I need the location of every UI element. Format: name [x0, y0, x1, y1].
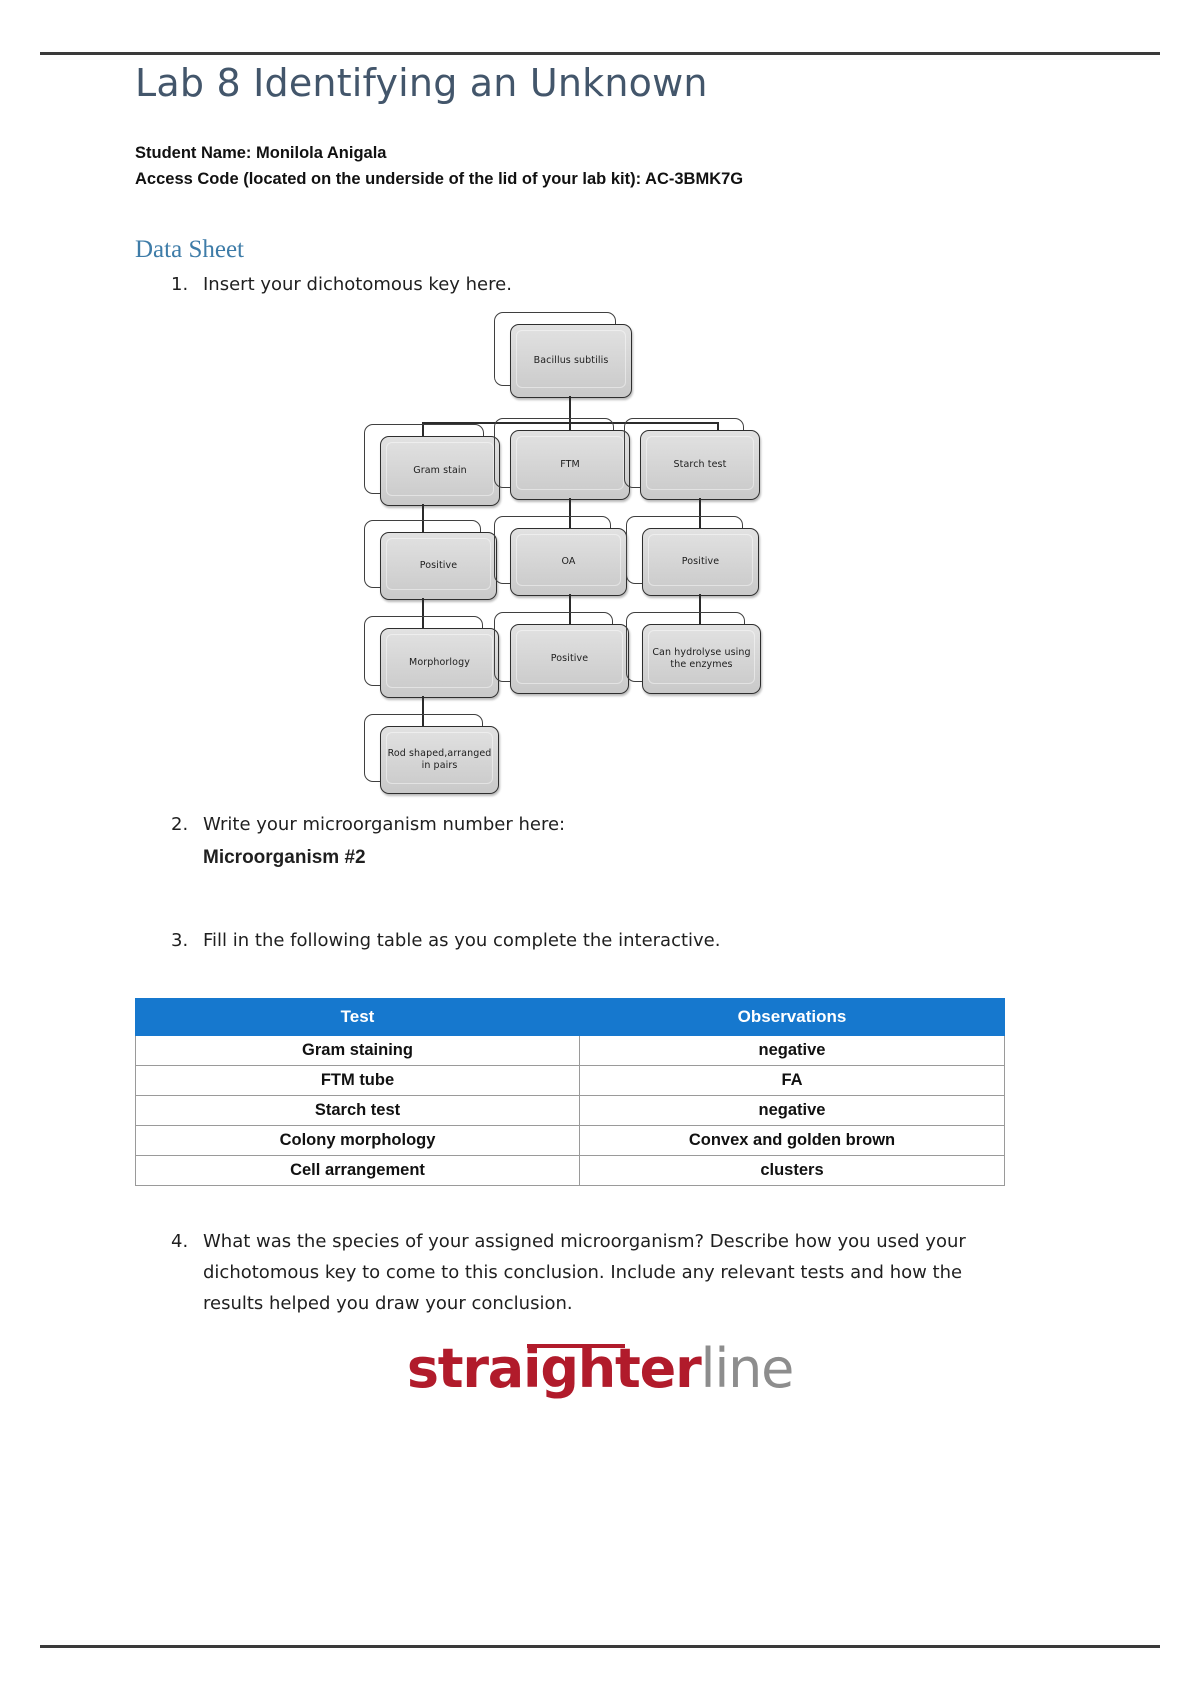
node-label-ftm: FTM [560, 459, 580, 470]
node-branch3-level1: Starch test [624, 418, 760, 500]
node-card: Positive [510, 624, 629, 694]
connector-root-down [569, 396, 571, 423]
node-root: Bacillus subtilis [494, 312, 632, 398]
connector-b3-l2-l3 [699, 594, 701, 626]
node-card: Bacillus subtilis [510, 324, 632, 398]
connector-b1-l3-l4 [422, 696, 424, 728]
page-title: Lab 8 Identifying an Unknown [135, 61, 708, 105]
connector-branch1-down [422, 422, 424, 439]
microorganism-number-answer: Microorganism #2 [203, 847, 366, 868]
cell-observation: clusters [579, 1155, 1005, 1186]
question-number-1: 1. [171, 274, 189, 295]
question-text-2: Write your microorganism number here: [203, 814, 566, 835]
question-item-3: 3. Fill in the following table as you co… [135, 926, 1065, 956]
node-label-morphology: Morphorlogy [409, 657, 470, 668]
node-card: FTM [510, 430, 630, 500]
column-header-test: Test [135, 998, 580, 1036]
header-rule [40, 52, 1160, 55]
node-card: Positive [380, 532, 497, 600]
node-card: Morphorlogy [380, 628, 499, 698]
node-card: Rod shaped,arranged in pairs [380, 726, 499, 794]
table-row: Cell arrangement clusters [135, 1155, 1005, 1186]
document-content: Lab 8 Identifying an Unknown Student Nam… [135, 60, 1065, 1319]
question-text-4: What was the species of your assigned mi… [203, 1231, 966, 1314]
access-code-line: Access Code (located on the underside of… [135, 170, 744, 188]
node-branch2-level1: FTM [494, 418, 630, 500]
node-card: Can hydrolyse using the enzymes [642, 624, 761, 694]
connector-b3-l1-l2 [699, 498, 701, 530]
node-label-starch-test: Starch test [673, 459, 727, 470]
node-label-gram-stain: Gram stain [413, 465, 467, 476]
straighterline-logo: straighterline [0, 1338, 1200, 1400]
dichotomous-key-diagram: Bacillus subtilis Gram stain [135, 306, 1065, 806]
question-item-1: 1. Insert your dichotomous key here. [135, 270, 1065, 300]
table-header-row: Test Observations [135, 998, 1005, 1036]
node-card: Starch test [640, 430, 760, 500]
question-number-3: 3. [171, 930, 189, 951]
question-list: 1. Insert your dichotomous key here. [135, 270, 1065, 300]
connector-b2-l1-l2 [569, 498, 571, 530]
node-branch2-level3: Positive [494, 612, 629, 694]
cell-test-name: Starch test [135, 1095, 580, 1126]
node-label-rod-shaped: Rod shaped,arranged in pairs [387, 748, 492, 771]
student-meta: Student Name: Monilola Anigala Access Co… [135, 140, 1065, 192]
question-text-1: Insert your dichotomous key here. [203, 274, 512, 295]
node-label-positive-2: Positive [681, 556, 720, 567]
node-label-root: Bacillus subtilis [533, 355, 609, 366]
cell-test-name: Gram staining [135, 1035, 580, 1066]
node-card: Gram stain [380, 436, 500, 506]
node-branch2-level2: OA [494, 516, 627, 596]
cell-test-name: Cell arrangement [135, 1155, 580, 1186]
connector-b2-l2-l3 [569, 594, 571, 626]
node-card: Positive [642, 528, 759, 596]
table-row: Colony morphology Convex and golden brow… [135, 1125, 1005, 1156]
question-item-2: 2. Write your microorganism number here:… [135, 810, 1065, 874]
table-row: Gram staining negative [135, 1035, 1005, 1066]
footer-rule [40, 1645, 1160, 1648]
node-branch3-level2: Positive [626, 516, 759, 596]
node-branch1-level3: Morphorlogy [364, 616, 499, 698]
section-heading-data-sheet: Data Sheet [135, 236, 244, 263]
table-row: Starch test negative [135, 1095, 1005, 1126]
student-name-line: Student Name: Monilola Anigala [135, 144, 387, 162]
cell-test-name: Colony morphology [135, 1125, 580, 1156]
question-number-4: 4. [171, 1231, 189, 1252]
node-branch1-level1: Gram stain [364, 424, 500, 506]
cell-observation: negative [579, 1035, 1005, 1066]
node-label-oa: OA [561, 556, 576, 567]
node-label-hydrolyse: Can hydrolyse using the enzymes [652, 647, 751, 670]
cell-observation: FA [579, 1065, 1005, 1096]
question-item-4: 4. What was the species of your assigned… [135, 1226, 1023, 1319]
logo-text-line: line [700, 1337, 795, 1400]
cell-observation: negative [579, 1095, 1005, 1126]
node-branch3-level3: Can hydrolyse using the enzymes [626, 612, 761, 694]
question-text-3: Fill in the following table as you compl… [203, 930, 721, 951]
connector-b1-l2-l3 [422, 598, 424, 630]
node-label-positive-1: Positive [419, 560, 458, 571]
table-row: FTM tube FA [135, 1065, 1005, 1096]
cell-test-name: FTM tube [135, 1065, 580, 1096]
node-label-positive-3: Positive [550, 653, 589, 664]
column-header-observations: Observations [579, 998, 1005, 1036]
node-branch1-level2: Positive [364, 520, 497, 600]
question-number-2: 2. [171, 814, 189, 835]
node-card: OA [510, 528, 627, 596]
connector-b1-l1-l2 [422, 504, 424, 534]
node-branch1-level4: Rod shaped,arranged in pairs [364, 714, 499, 794]
cell-observation: Convex and golden brown [579, 1125, 1005, 1156]
logo-bar [526, 1344, 625, 1348]
observations-table: Test Observations Gram staining negative… [135, 998, 1005, 1186]
